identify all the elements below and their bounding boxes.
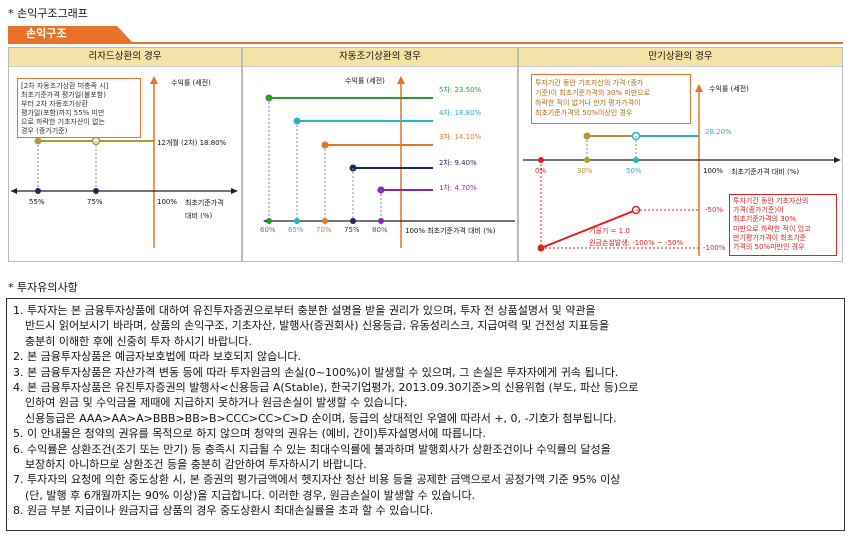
notices-box: 1. 투자자는 본 금융투자상품에 대하여 유진투자증권으로부터 충분한 설명을… — [6, 298, 845, 531]
x-tick: 75% — [87, 198, 103, 206]
lizard-graph — [11, 76, 238, 248]
notice-line: (단, 발행 후 6개월까지는 90% 이상)을 지급합니다. 이러한 경우, … — [25, 488, 476, 502]
maturity-loss-note: 투자기간 동안 기초자산의 가격(종가기준)이 최초기준가격의 30% 미만으로… — [729, 194, 837, 256]
level-label-5: 5차: 23.50% — [439, 86, 482, 94]
x-tick: 100% — [157, 198, 178, 206]
neg-tick-100: -100% — [703, 244, 726, 252]
y-axis-label: 수익률 (세전) — [345, 77, 385, 85]
panel-autocall-title: 자동조기상환의 경우 — [243, 48, 517, 67]
panel-autocall: 자동조기상환의 경우 수익률 (세전) 5차: 23.50% 4차: 18.80… — [242, 47, 518, 262]
notice-line: 인하여 원금 및 수익금을 제때에 지급하지 못하거나 원금손실이 발생할 수 … — [25, 396, 408, 410]
maturity-graph — [523, 84, 841, 256]
note-line: 투자기간 동안 기초자산의 가격 (종가 — [535, 79, 644, 87]
x-axis-label: 최초기준가격 — [185, 199, 224, 207]
x-axis-label: 최초기준가격 대비 (%) — [731, 168, 800, 176]
notice-line: 반드시 읽어보시기 바라며, 상품의 손익구조, 기초자산, 발행사(증권회사)… — [25, 319, 610, 333]
x-tick: 30% — [577, 167, 593, 175]
note-line: 최초기준가격의 50%이상인 경우 — [535, 109, 633, 117]
note-line: 만기평가가격이 최초기준 — [733, 233, 807, 242]
note-line: 최초기준가격의 30% — [733, 215, 796, 224]
x-tick: 80% — [372, 226, 388, 234]
level-label-2: 2차: 9.40% — [439, 159, 477, 167]
panel-maturity: 만기상환의 경우 투자기간 동안 기초자산의 가격 (종가 기준)이 최초기준가… — [518, 47, 843, 262]
note-line: 투자기간 동안 기초자산의 — [733, 197, 809, 205]
x-tick: 60% — [260, 226, 276, 234]
maturity-return-label: 28.20% — [705, 128, 732, 136]
x-tick: 0% — [535, 167, 547, 175]
note-line: 최초기준가격 평가일(불포함) — [21, 91, 106, 99]
note-line: 가격(종가기준)이 — [733, 206, 784, 215]
notice-line: 충분히 이해한 후에 신중히 투자 하시기 바랍니다. — [25, 334, 252, 348]
panel-lizard: 리자드상환의 경우 [2차 자동조기상환 미충족 시] 최초기준가격 평가일(불… — [8, 47, 242, 262]
maturity-condition-note: 투자기간 동안 기초자산의 가격 (종가 기준)이 최초기준가격의 30% 미만… — [531, 74, 691, 124]
section-title-notices: * 투자유의사항 — [8, 281, 78, 294]
level-label-4: 4차: 18.80% — [439, 109, 482, 117]
profit-structure-tab: 손익구조 — [8, 26, 132, 42]
notice-line: 6. 수익률은 상환조건(조기 또는 만기) 등 충족시 지급될 수 있는 최대… — [13, 442, 611, 456]
notice-line: 신용등급은 AAA>AA>A>BBB>BB>B>CCC>CC>C>D 순이며, … — [25, 411, 617, 425]
notice-line: 4. 본 금융투자상품은 유진투자증권의 발행사<신용등급 A(Stable),… — [13, 381, 639, 395]
notice-line: 2. 본 금융투자상품은 예금자보호법에 따라 보호되지 않습니다. — [13, 350, 301, 364]
note-line: 평가일(포함)까지 55% 미만 — [21, 109, 105, 117]
note-line: 경우 (중가기준) — [21, 127, 68, 135]
y-axis-label: 수익률 (세전) — [171, 79, 211, 87]
lizard-condition-note: [2차 자동조기상환 미충족 시] 최초기준가격 평가일(불포함) 부터 2차 … — [17, 78, 141, 138]
autocall-graph — [263, 76, 515, 248]
panel-maturity-title: 만기상환의 경우 — [519, 48, 842, 67]
note-line: [2차 자동조기상환 미충족 시] — [21, 82, 109, 90]
x-axis-label-2: 대비 (%) — [185, 212, 213, 220]
section-title-graph: * 손익구조그래프 — [8, 7, 88, 20]
level-label-3: 3차: 14.10% — [439, 133, 482, 141]
notice-line: 1. 투자자는 본 금융투자상품에 대하여 유진투자증권으로부터 충분한 설명을… — [13, 304, 596, 317]
note-line: 미만으로 하락한 적이 있고 — [733, 224, 811, 233]
notice-line: 보장하지 아니하므로 상환조건 등을 충분히 감안하여 투자하시기 바랍니다. — [25, 458, 367, 472]
x-axis-label: 100% 최초기준가격 대비 (%) — [405, 227, 496, 235]
note-line: 하락한 적이 없거나 만기 평가가격이 — [535, 99, 641, 107]
x-tick: 70% — [316, 226, 332, 234]
x-tick: 65% — [288, 226, 304, 234]
notice-line: 7. 투자자의 요청에 의한 중도상환 시, 본 증권의 평가금액에서 헷지자산… — [13, 473, 621, 487]
loss-formula-label: 원금손실발생: -100% ~ -50% — [589, 239, 684, 247]
notice-line: 5. 이 안내물은 청약의 권유를 목적으로 하지 않으며 청약의 권유는 (예… — [13, 427, 486, 441]
neg-tick-50: -50% — [705, 206, 724, 214]
y-axis-label: 수익률 (세전) — [709, 85, 749, 93]
note-line: 기준)이 최초기준가격의 30% 미만으로 — [535, 89, 651, 97]
note-line: 부터 2차 자동조기상환 — [21, 100, 88, 108]
slope-label: 기울기 = 1.0 — [589, 227, 630, 235]
tab-underline — [8, 42, 843, 44]
x-tick: 75% — [344, 226, 360, 234]
note-line: 가격의 50%미만인 경우 — [733, 243, 805, 252]
note-line: 으로 하락한 기초자산이 없는 — [21, 118, 105, 126]
panel-lizard-title: 리자드상환의 경우 — [9, 48, 241, 67]
x-tick: 50% — [626, 167, 642, 175]
x-tick: 55% — [29, 198, 45, 206]
x-tick: 100% — [703, 167, 724, 175]
notice-line: 8. 원금 부분 지급이나 원금지급 상품의 경우 중도상환시 최대손실률을 초… — [13, 504, 434, 518]
level-label-1: 1차: 4.70% — [439, 184, 477, 192]
lizard-return-label: 12개월 (2차) 18.80% — [157, 139, 227, 147]
notice-line: 3. 본 금융투자상품은 자산가격 변동 등에 따라 투자원금의 손실(0~10… — [13, 365, 619, 379]
